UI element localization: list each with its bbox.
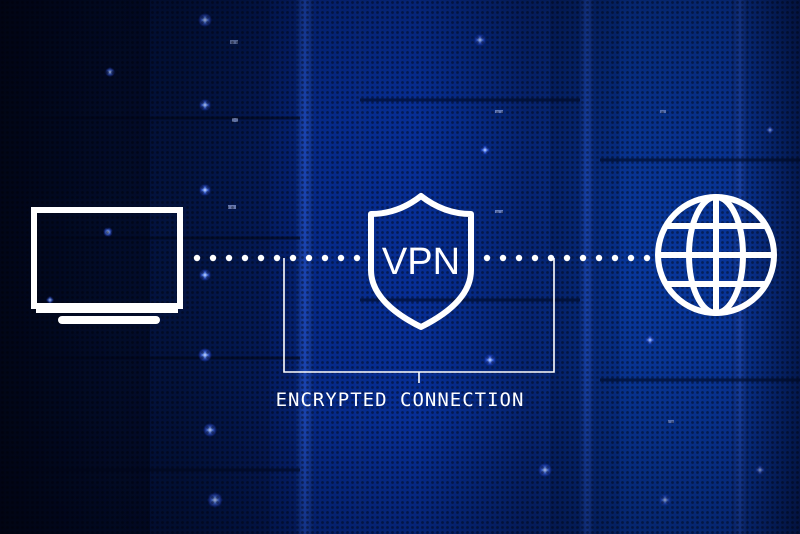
connection-dots-right <box>483 254 651 262</box>
encrypted-bracket <box>283 258 555 383</box>
connection-label: ENCRYPTED CONNECTION <box>275 389 525 411</box>
connection-dots-left <box>193 254 361 262</box>
globe-icon <box>655 194 777 316</box>
laptop-icon <box>31 207 183 324</box>
vpn-badge-text: VPN <box>382 241 460 283</box>
shield-icon: VPN <box>368 193 474 330</box>
